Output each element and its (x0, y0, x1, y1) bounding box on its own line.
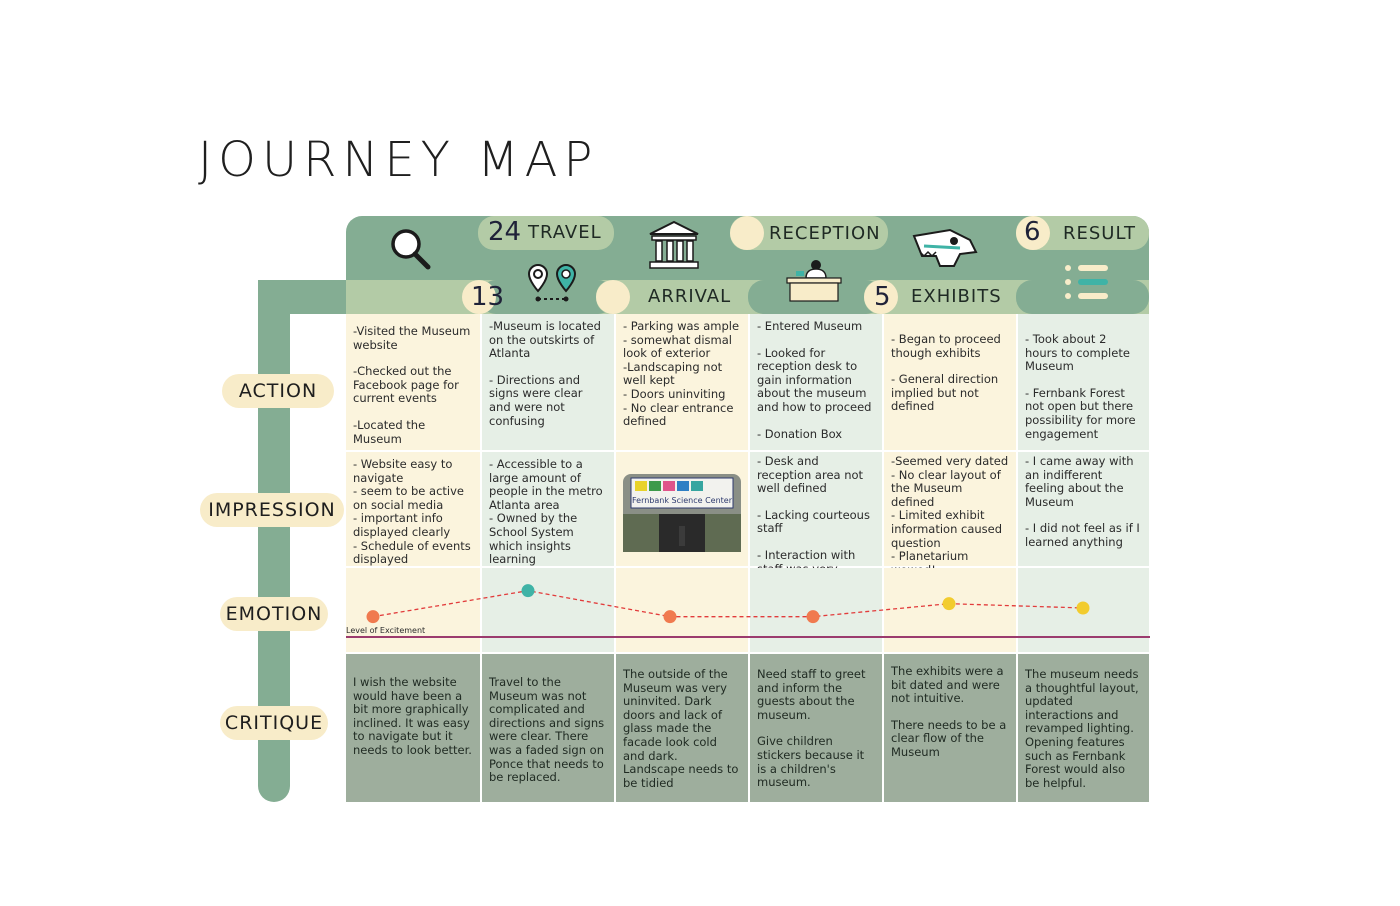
impression-text: - Accessible to a large amount of people… (489, 457, 603, 512)
emotion-point-result (1076, 601, 1090, 615)
emotion-point-exhibits (942, 597, 956, 611)
list-icon (1065, 265, 1108, 299)
action-text: - Fernbank Forest not open but there pos… (1025, 385, 1136, 441)
search-number-circle (462, 280, 496, 314)
action-text: - General direction implied but not defi… (891, 372, 999, 414)
critique-cell-result: The museum needs a thoughtful layout, up… (1018, 654, 1149, 802)
exhibits-label: EXHIBITS (911, 286, 1002, 307)
row-label-critique: CRITIQUE (220, 706, 328, 740)
museum-building-icon (649, 220, 699, 269)
row-label-impression: IMPRESSION (200, 493, 344, 527)
search-number: 13 (471, 282, 505, 312)
action-cell-result: - Took about 2 hours to complete Museum … (1018, 314, 1149, 450)
action-text: - Parking was ample (623, 319, 740, 333)
action-text: - Entered Museum (757, 319, 863, 333)
reception-desk-icon (786, 260, 842, 302)
reception-number-circle (730, 216, 764, 250)
travel-label: TRAVEL (528, 222, 602, 243)
action-cell-arrival: - Parking was ample - somewhat dismal lo… (616, 314, 748, 450)
result-number: 6 (1024, 217, 1041, 247)
impression-text: - important info displayed clearly (353, 511, 451, 539)
dinosaur-skull-icon (912, 228, 978, 267)
impression-text: - Lacking courteous staff (757, 507, 870, 536)
travel-number: 24 (488, 217, 522, 247)
critique-cell-search: I wish the website would have been a bit… (346, 654, 480, 802)
critique-text: Need staff to greet and inform the guest… (757, 667, 866, 722)
row-label-action: ACTION (222, 374, 334, 408)
impression-text: - I came away with an indifferent feelin… (1025, 454, 1134, 509)
impression-text: -Seemed very dated (891, 454, 1009, 468)
impression-text: - Limited exhibit information caused que… (891, 508, 1003, 550)
magnifier-icon (391, 229, 431, 270)
critique-text: The exhibits were a bit dated and were n… (891, 664, 1004, 706)
critique-cell-exhibits: The exhibits were a bit dated and were n… (884, 654, 1016, 802)
emotion-point-travel (521, 584, 535, 598)
critique-cell-reception: Need staff to greet and inform the guest… (750, 654, 882, 802)
map-pins-icon (527, 263, 577, 302)
arrival-number-circle (596, 280, 630, 314)
page-title: JOURNEY MAP (198, 132, 599, 188)
action-cell-search: -Visited the Museum website -Checked out… (346, 314, 480, 450)
impression-cell-search: - Website easy to navigate - seem to be … (346, 452, 480, 580)
impression-cell-reception: - Desk and reception area not well defin… (750, 452, 882, 589)
emotion-point-search (366, 610, 380, 624)
tab-search-lower (480, 280, 614, 314)
action-text: - Donation Box (757, 426, 843, 441)
action-text: - No clear entrance defined (623, 400, 734, 429)
museum-entrance-photo: Fernbank Science Center (623, 474, 741, 552)
impression-cell-result: - I came away with an indifferent feelin… (1018, 452, 1149, 566)
result-label: RESULT (1063, 223, 1137, 244)
reception-label: RECEPTION (769, 223, 881, 244)
impression-text: - seem to be active on social media (353, 484, 464, 512)
impression-cell-arrival: Fernbank Science Center (616, 452, 748, 566)
critique-text: There needs to be a clear flow of the Mu… (891, 717, 1007, 759)
emotion-point-reception (806, 610, 820, 624)
row-rail-connector (258, 280, 358, 314)
action-text: -Located the Museum (353, 417, 426, 446)
action-text: -Checked out the Facebook page for curre… (353, 364, 459, 406)
impression-text: - Website easy to navigate (353, 457, 453, 485)
emotion-point-arrival (663, 610, 677, 624)
impression-cell-exhibits: -Seemed very dated - No clear layout of … (884, 452, 1016, 577)
action-cell-reception: - Entered Museum - Looked for reception … (750, 314, 882, 450)
critique-cell-travel: Travel to the Museum was not complicated… (482, 654, 614, 802)
arrival-label: ARRIVAL (648, 286, 732, 307)
impression-text: - I did not feel as if I learned anythin… (1025, 521, 1140, 549)
action-text: - Doors uninviting (623, 386, 726, 401)
action-text: - somewhat dismal look of exterior (623, 332, 732, 361)
tab-travel (478, 216, 614, 250)
action-text: - Looked for reception desk to gain info… (757, 345, 872, 414)
critique-cell-arrival: The outside of the Museum was very uninv… (616, 654, 748, 802)
action-text: -Landscaping not well kept (623, 359, 723, 388)
impression-cell-travel: - Accessible to a large amount of people… (482, 452, 614, 580)
photo-sign-text: Fernbank Science Center (632, 496, 733, 505)
action-text: - Took about 2 hours to complete Museum (1025, 332, 1130, 374)
emotion-chart (346, 584, 1150, 638)
emotion-axis-label: Level of Excitement (346, 626, 426, 635)
action-text: - Began to proceed though exhibits (891, 332, 1001, 360)
emotion-line (372, 590, 1084, 618)
impression-text: - No clear layout of the Museum defined (891, 467, 1001, 509)
action-text: -Museum is located on the outskirts of A… (489, 319, 601, 361)
action-text: - Directions and signs were clear and we… (489, 372, 583, 428)
impression-text: - Desk and reception area not well defin… (757, 454, 864, 496)
result-number-circle (1016, 216, 1050, 250)
action-cell-travel: -Museum is located on the outskirts of A… (482, 314, 614, 450)
action-text: -Visited the Museum website (353, 324, 471, 352)
row-label-emotion: EMOTION (220, 597, 328, 631)
action-cell-exhibits: - Began to proceed though exhibits - Gen… (884, 314, 1016, 450)
exhibits-number: 5 (874, 282, 891, 312)
critique-text: Give children stickers because it is a c… (757, 734, 865, 790)
exhibits-number-circle (864, 280, 898, 314)
